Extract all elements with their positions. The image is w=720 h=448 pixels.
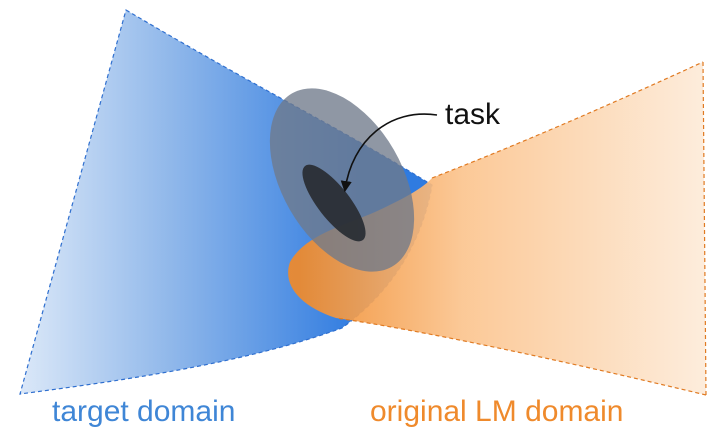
- task-outer-region: [269, 88, 415, 272]
- task-inner-region: [302, 164, 366, 242]
- original-domain-outline: [335, 61, 707, 396]
- original-domain-label: original LM domain: [370, 395, 623, 428]
- target-domain-label: target domain: [52, 395, 235, 428]
- task-label: task: [445, 98, 501, 131]
- task-arrow: [340, 113, 438, 193]
- original-domain-fan: [288, 62, 706, 395]
